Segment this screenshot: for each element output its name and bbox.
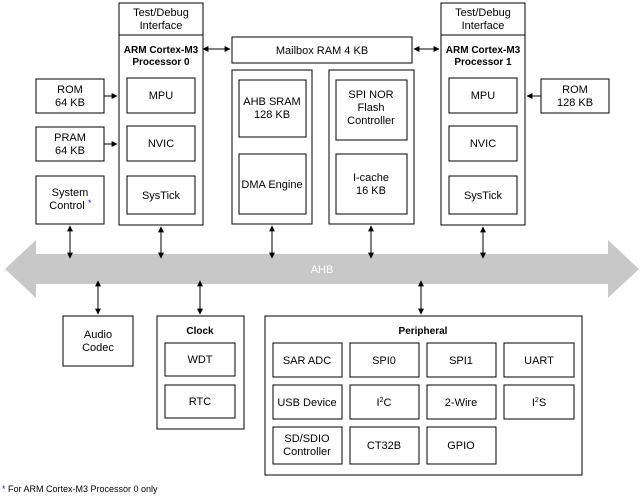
spi-flash-line3: Controller <box>347 115 395 127</box>
mailbox-ram-label: Mailbox RAM 4 KB <box>276 45 368 57</box>
rtc <box>164 384 236 419</box>
processor-0-title-line1: ARM Cortex-M3 <box>124 45 199 56</box>
systick-1 <box>448 175 518 215</box>
peripheral-title: Peripheral <box>399 326 448 337</box>
spi-flash-line1: SPI NOR <box>348 89 393 101</box>
mpu-1-label: MPU <box>471 90 496 102</box>
usb-device <box>272 384 343 420</box>
nvic-0-label: NVIC <box>148 138 174 150</box>
ct32b <box>349 426 420 465</box>
spi-flash-line2: Flash <box>358 102 385 114</box>
ct32b-label: CT32B <box>367 440 401 452</box>
i2s <box>503 384 575 420</box>
dma-engine <box>238 153 307 215</box>
rom-1 <box>540 78 610 114</box>
system-control-asterisk: * <box>88 198 92 208</box>
spi0 <box>349 342 420 378</box>
i2c-label: I2C <box>377 397 392 409</box>
rom-0 <box>35 78 105 114</box>
rom-0-line2: 64 KB <box>55 97 85 109</box>
uart-label: UART <box>524 355 554 367</box>
i-cache-line2: 16 KB <box>356 185 386 197</box>
systick-1-label: SysTick <box>464 190 503 202</box>
mailbox-ram <box>231 36 413 64</box>
ahb-label: AHB <box>311 264 334 276</box>
clock-title: Clock <box>186 326 214 337</box>
two-wire <box>426 384 497 420</box>
debug-interface-1 <box>440 2 526 36</box>
footnote-asterisk: * <box>2 484 6 494</box>
rtc-label: RTC <box>189 396 211 408</box>
wdt <box>164 342 236 377</box>
usb-device-label: USB Device <box>277 397 336 409</box>
uart <box>503 342 575 378</box>
debug-interface-1-line2: Interface <box>462 20 505 32</box>
processor-0: Test/Debug Interface ARM Cortex-M3 Proce… <box>118 2 204 226</box>
mpu-0-label: MPU <box>149 90 174 102</box>
rom-1-line2: 128 KB <box>557 97 593 109</box>
spi-nor-flash-controller <box>335 79 408 141</box>
wdt-label: WDT <box>187 354 212 366</box>
ahb-sram-line2: 128 KB <box>254 109 290 121</box>
system-control <box>35 175 105 225</box>
sdio-line1: SD/SDIO <box>284 433 330 445</box>
audio-codec-line2: Codec <box>82 342 114 354</box>
systick-0 <box>126 175 196 215</box>
rom-0-line1: ROM <box>57 84 83 96</box>
rom-1-line1: ROM <box>562 84 588 96</box>
nvic-1-label: NVIC <box>470 138 496 150</box>
processor-1-title-line1: ARM Cortex-M3 <box>446 45 521 56</box>
processor-1: Test/Debug Interface ARM Cortex-M3 Proce… <box>440 2 526 226</box>
processor-0-title-line2: Processor 0 <box>132 57 190 68</box>
sar-adc-label: SAR ADC <box>283 355 331 367</box>
pram-line1: PRAM <box>54 132 86 144</box>
pram <box>35 126 105 162</box>
i2s-label: I2S <box>532 397 546 409</box>
gpio <box>426 426 497 465</box>
systick-0-label: SysTick <box>142 190 181 202</box>
nvic-1 <box>448 125 518 162</box>
gpio-label: GPIO <box>447 440 475 452</box>
footnote-text: For ARM Cortex-M3 Processor 0 only <box>5 484 158 494</box>
debug-interface-0-line2: Interface <box>140 20 183 32</box>
i2c <box>349 384 420 420</box>
spi0-label: SPI0 <box>372 355 396 367</box>
footnote: * For ARM Cortex-M3 Processor 0 only <box>2 484 158 494</box>
ahb-bus: AHB <box>5 240 639 298</box>
mpu-1 <box>448 77 518 114</box>
processor-1-title-line2: Processor 1 <box>454 57 512 68</box>
connectors <box>67 46 541 315</box>
debug-interface-0 <box>118 2 204 36</box>
debug-interface-1-line1: Test/Debug <box>455 7 511 19</box>
system-control-line2: Control <box>49 200 84 212</box>
i-cache <box>335 153 408 215</box>
audio-codec-line1: Audio <box>84 329 112 341</box>
ahb-sram <box>238 79 307 138</box>
ahb-sram-line1: AHB SRAM <box>243 96 300 108</box>
debug-interface-0-line1: Test/Debug <box>133 7 189 19</box>
sdio-line2: Controller <box>283 446 331 458</box>
sar-adc <box>272 342 343 378</box>
i-cache-line1: I-cache <box>353 172 389 184</box>
sd-sdio-controller <box>272 426 343 465</box>
audio-codec <box>62 315 134 367</box>
nvic-0 <box>126 125 196 162</box>
spi1-label: SPI1 <box>449 355 473 367</box>
two-wire-label: 2-Wire <box>445 397 477 409</box>
spi1 <box>426 342 497 378</box>
system-control-line1: System <box>52 187 89 199</box>
pram-line2: 64 KB <box>55 145 85 157</box>
mpu-0 <box>126 77 196 114</box>
dma-engine-label: DMA Engine <box>241 179 302 191</box>
